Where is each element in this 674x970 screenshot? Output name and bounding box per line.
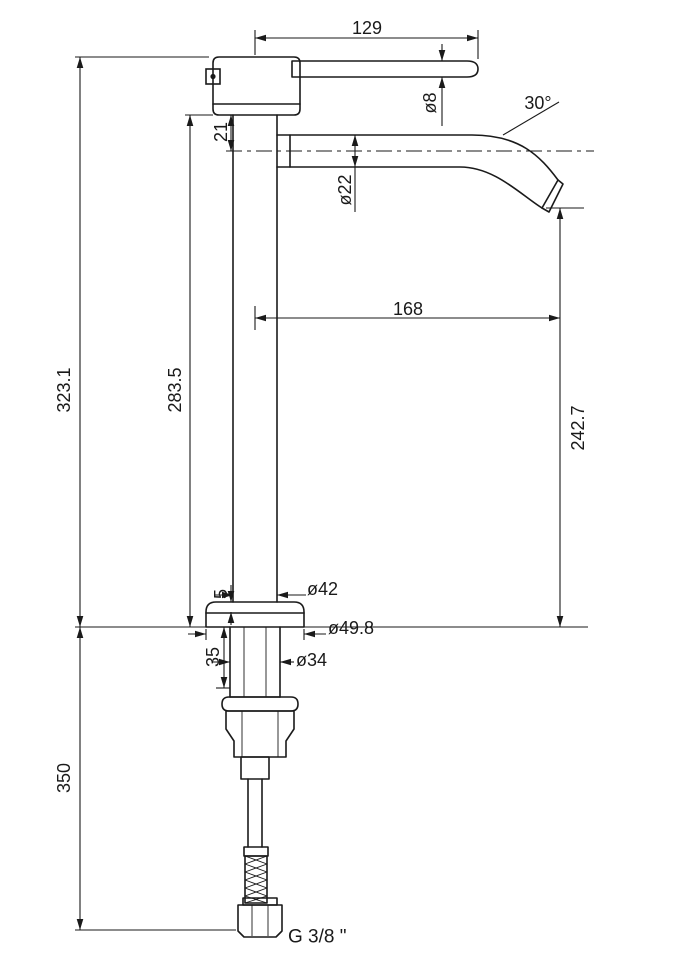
dim-body-height: 283.5 [165, 114, 213, 627]
dim-hose-length: 350 [54, 627, 236, 931]
dim-head-to-spout: 21 [211, 115, 235, 151]
dim-shank-diameter: ø34 [212, 650, 327, 670]
spout [276, 134, 559, 209]
dim-handle-diameter: ø8 [420, 44, 446, 126]
dim-shank-diameter-label: ø34 [296, 650, 327, 670]
dim-base-plate-height: 5 [211, 585, 235, 625]
dim-spout-diameter-label: ø22 [335, 174, 355, 205]
dim-spout-angle-label: 30° [524, 93, 551, 113]
dim-handle-length: 129 [254, 18, 479, 59]
faucet-body [232, 114, 278, 603]
dim-spout-reach-label: 168 [393, 299, 423, 319]
braided-hose [244, 855, 268, 904]
mounting-nut [225, 710, 295, 758]
dim-outlet-height: 242.7 [546, 207, 588, 627]
hose-hex-nut [237, 897, 283, 938]
dim-handle-length-label: 129 [352, 18, 382, 38]
cartridge-head [212, 56, 301, 116]
dim-hose-length-label: 350 [54, 763, 74, 793]
dim-handle-diameter-label: ø8 [420, 92, 440, 113]
dim-outlet-height-label: 242.7 [568, 405, 588, 450]
hose-braid-hatch [244, 855, 268, 904]
base-flange [205, 601, 305, 628]
dim-total-height-label: 323.1 [54, 367, 74, 412]
dim-body-height-label: 283.5 [165, 367, 185, 412]
compression-fitting [240, 756, 270, 780]
dim-body-diameter-label: ø42 [307, 579, 338, 599]
dim-base-diameter: ø49.8 [188, 618, 374, 640]
spout-aerator [541, 179, 564, 213]
dim-thread-label: G 3/8 " [288, 927, 347, 948]
dim-base-plate-height-label: 5 [211, 589, 231, 599]
dim-spout-angle: 30° [502, 93, 560, 136]
dim-thread: G 3/8 " [288, 927, 347, 948]
dim-base-diameter-label: ø49.8 [328, 618, 374, 638]
handle-button [205, 68, 221, 85]
supply-tube [247, 778, 263, 848]
dim-body-diameter: ø42 [214, 579, 338, 599]
dim-spout-diameter: ø22 [335, 135, 359, 212]
handle-lever [291, 60, 479, 78]
dim-head-to-spout-label: 21 [211, 122, 231, 142]
dim-total-height: 323.1 [54, 56, 209, 627]
hose-crimp [243, 846, 269, 857]
dim-spout-reach: 168 [254, 299, 560, 330]
